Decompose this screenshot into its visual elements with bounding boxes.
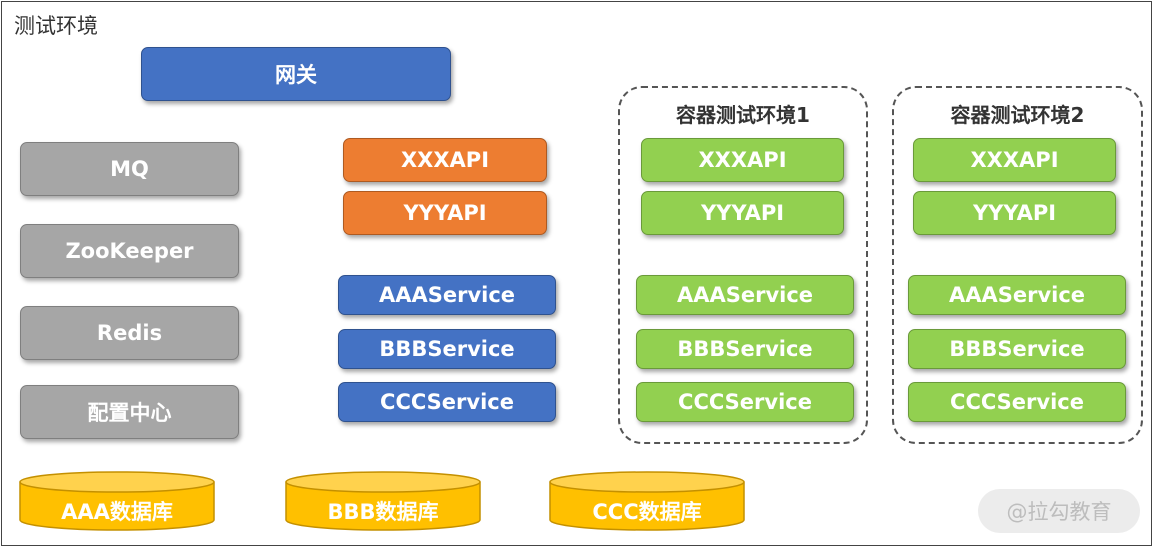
container-env-1 (618, 86, 868, 444)
container-1-xxxapi-box: XXXAPI (641, 138, 844, 182)
bbb-database-label: BBB数据库 (327, 500, 439, 524)
container-env-2 (892, 86, 1143, 444)
gateway-box: 网关 (141, 47, 451, 101)
container-1-bbbservice-box: BBBService (636, 329, 854, 369)
database-icon (285, 471, 481, 531)
container-2-xxxapi-box: XXXAPI (913, 138, 1116, 182)
zookeeper-box: ZooKeeper (20, 224, 239, 278)
container-env-1-title: 容器测试环境1 (676, 103, 810, 127)
aaa-database-cylinder: AAA数据库 (18, 470, 216, 532)
environment-title: 测试环境 (14, 14, 98, 38)
main-xxxapi-box: XXXAPI (343, 138, 547, 182)
redis-box: Redis (20, 306, 239, 360)
watermark: @拉勾教育 (978, 489, 1140, 533)
container-2-cccservice-box: CCCService (908, 382, 1126, 422)
ccc-database-label: CCC数据库 (592, 500, 702, 524)
config-center-box: 配置中心 (20, 385, 239, 439)
container-1-aaaservice-box: AAAService (636, 275, 854, 315)
main-bbbservice-box: BBBService (338, 329, 556, 369)
database-icon (19, 471, 215, 531)
container-env-2-title: 容器测试环境2 (950, 103, 1085, 127)
container-1-yyyapi-box: YYYAPI (641, 191, 844, 235)
container-2-yyyapi-box: YYYAPI (913, 191, 1116, 235)
main-aaaservice-box: AAAService (338, 275, 556, 315)
bbb-database-cylinder: BBB数据库 (284, 470, 482, 532)
container-2-bbbservice-box: BBBService (908, 329, 1126, 369)
main-cccservice-box: CCCService (338, 382, 556, 422)
ccc-database-cylinder: CCC数据库 (548, 470, 746, 532)
mq-box: MQ (20, 142, 239, 196)
container-1-cccservice-box: CCCService (636, 382, 854, 422)
main-yyyapi-box: YYYAPI (343, 191, 547, 235)
database-icon (549, 471, 745, 531)
aaa-database-label: AAA数据库 (61, 500, 173, 524)
container-2-aaaservice-box: AAAService (908, 275, 1126, 315)
